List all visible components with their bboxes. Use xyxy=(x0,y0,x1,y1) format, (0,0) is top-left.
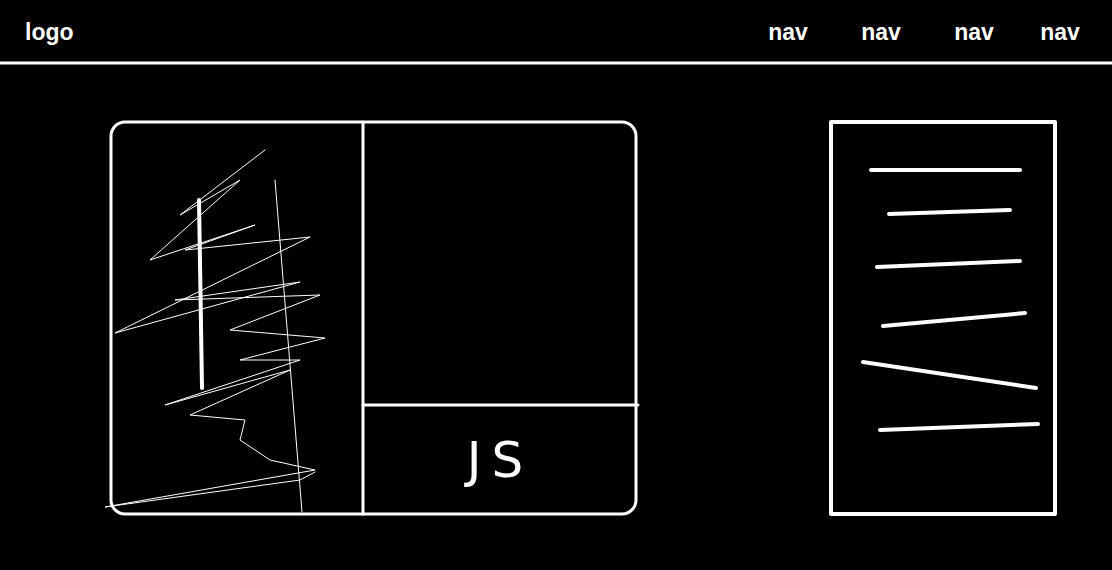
cell-label: JS xyxy=(467,435,533,485)
sketch-scribble xyxy=(105,150,325,507)
card-outline xyxy=(111,122,636,514)
sketch-stroke xyxy=(199,200,202,388)
nav-link: nav xyxy=(1040,21,1080,44)
header-rule xyxy=(0,62,1112,65)
text-placeholders xyxy=(863,170,1038,430)
sketch-line xyxy=(275,180,302,512)
logo-text: logo xyxy=(25,21,74,44)
sidebar-outline xyxy=(831,122,1055,514)
nav-link: nav xyxy=(954,21,994,44)
card-divider xyxy=(363,404,638,407)
card-divider xyxy=(362,122,365,514)
code-cell: JS xyxy=(366,408,634,512)
nav-link: nav xyxy=(768,21,808,44)
nav-link: nav xyxy=(861,21,901,44)
